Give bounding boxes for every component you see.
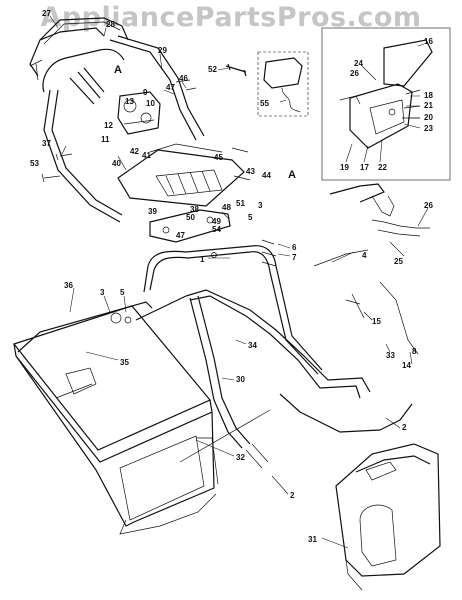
callout-33: 33 [386,351,395,360]
drive-control-bracket[interactable] [117,91,161,135]
callout-40: 40 [112,159,121,168]
callout-4: 4 [362,251,367,260]
detail-a-label-top: A [114,64,122,76]
leader-lines [49,15,429,549]
rear-door-rod[interactable] [371,219,430,237]
callout-48: 48 [222,203,231,212]
callout-31: 31 [308,535,317,544]
callout-5-upper: 5 [248,213,253,222]
callout-17: 17 [360,163,369,172]
upper-handle[interactable] [29,27,205,223]
callout-15: 15 [372,317,381,326]
handle-rod[interactable] [110,295,187,324]
callout-25: 25 [394,257,403,266]
callout-7: 7 [292,253,297,262]
callout-18: 18 [424,91,433,100]
callout-37: 37 [42,139,51,148]
lower-handle[interactable] [185,289,413,469]
deflector-mount-assembly[interactable] [339,39,433,149]
callout-8: 8 [412,347,417,356]
callout-5-lower: 5 [120,288,125,297]
callout-47: 47 [166,83,175,92]
drive-cable[interactable] [313,249,419,355]
callout-24: 24 [354,59,363,68]
callout-43: 43 [246,167,255,176]
callout-12: 12 [104,121,113,130]
callout-50: 50 [186,213,195,222]
battery-charger[interactable] [257,51,309,117]
grass-catcher-bag[interactable] [12,301,219,535]
engine-zone-control-panel[interactable] [117,143,245,207]
callout-20: 20 [424,113,433,122]
callout-39: 39 [148,207,157,216]
callout-16: 16 [424,37,433,46]
callout-52: 52 [208,65,217,74]
callout-45: 45 [214,153,223,162]
callout-49: 49 [212,217,221,226]
rear-door-hinge[interactable] [329,183,395,217]
callout-53: 53 [30,159,39,168]
callout-28: 28 [106,20,115,29]
battery-pack[interactable] [335,443,441,591]
lower-cable-bracket[interactable] [149,209,231,243]
bail-lever[interactable] [39,17,129,45]
callout-13: 13 [125,97,134,106]
detail-a-label-right: A [288,169,296,181]
callout-labels: 27 28 A 29 46 47 13 9 10 12 11 42 41 40 … [30,9,433,544]
callout-23: 23 [424,124,433,133]
hardware-bolts[interactable] [41,79,277,267]
detail-a-inset-border [321,27,451,181]
callout-54: 54 [212,225,221,234]
callout-32: 32 [236,453,245,462]
callout-3-lower: 3 [100,288,105,297]
callout-6: 6 [292,243,297,252]
callout-14: 14 [402,361,411,370]
middle-handle[interactable] [143,245,323,375]
deck-rear-rod[interactable] [179,409,271,463]
callout-21: 21 [424,101,433,110]
callout-44: 44 [262,171,271,180]
callout-11: 11 [101,135,110,144]
callout-3-upper: 3 [258,201,263,210]
callout-38: 38 [190,205,199,214]
callout-2-right: 2 [402,423,407,432]
callout-2-bottom: 2 [290,491,295,500]
callout-26-top: 26 [350,69,359,78]
callout-27: 27 [42,9,51,18]
callout-34: 34 [248,341,257,350]
extension-cord-clip[interactable] [225,63,247,77]
callout-9: 9 [143,88,148,97]
callout-41: 41 [142,151,151,160]
callout-55: 55 [260,99,269,108]
callout-36: 36 [64,281,73,290]
callout-30: 30 [236,375,245,384]
callout-19: 19 [340,163,349,172]
callout-35: 35 [120,358,129,367]
callout-22: 22 [378,163,387,172]
callout-46: 46 [179,74,188,83]
callout-47-lower: 47 [176,231,185,240]
callout-1: 1 [200,255,205,264]
callout-29: 29 [158,46,167,55]
callout-42: 42 [130,147,139,156]
callout-26-right: 26 [424,201,433,210]
callout-51: 51 [236,199,245,208]
callout-10: 10 [146,99,155,108]
